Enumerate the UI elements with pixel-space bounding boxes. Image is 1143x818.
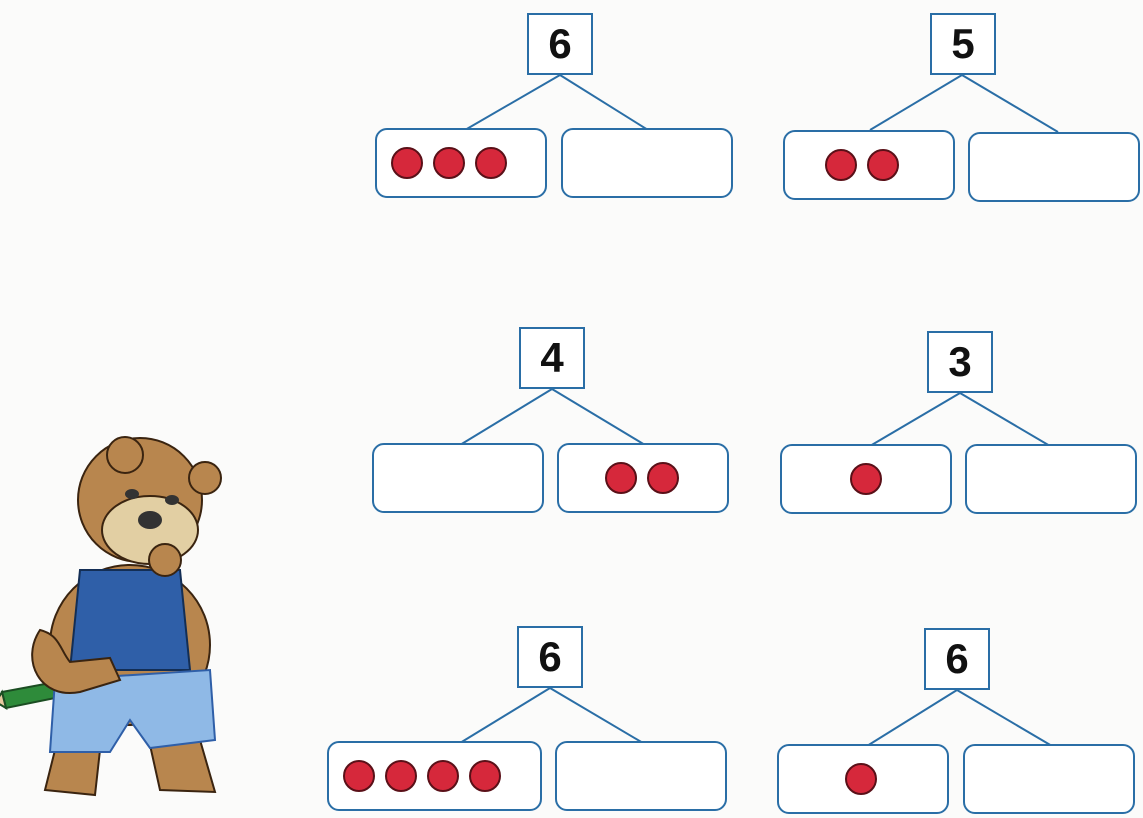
counter-dot [825,149,857,181]
counter-dot [845,763,877,795]
counter-dot [469,760,501,792]
counter-dot [391,147,423,179]
right-part-box[interactable] [965,444,1137,514]
left-part-box[interactable] [375,128,547,198]
counter-dot [343,760,375,792]
counter-dot [605,462,637,494]
bear-with-pencil-icon [0,430,240,810]
left-part-box[interactable] [780,444,952,514]
whole-number-box: 6 [527,13,593,75]
counter-dot [867,149,899,181]
whole-number-box: 5 [930,13,996,75]
whole-number-box: 6 [517,626,583,688]
counter-dot [433,147,465,179]
left-part-box[interactable] [777,744,949,814]
right-part-box[interactable] [557,443,729,513]
counter-dot [850,463,882,495]
counter-dot [647,462,679,494]
right-part-box[interactable] [561,128,733,198]
left-part-box[interactable] [783,130,955,200]
right-part-box[interactable] [963,744,1135,814]
whole-number-box: 3 [927,331,993,393]
left-part-box[interactable] [327,741,542,811]
whole-number-box: 6 [924,628,990,690]
counter-dot [385,760,417,792]
counter-dot [427,760,459,792]
right-part-box[interactable] [968,132,1140,202]
whole-number-box: 4 [519,327,585,389]
left-part-box[interactable] [372,443,544,513]
right-part-box[interactable] [555,741,727,811]
counter-dot [475,147,507,179]
